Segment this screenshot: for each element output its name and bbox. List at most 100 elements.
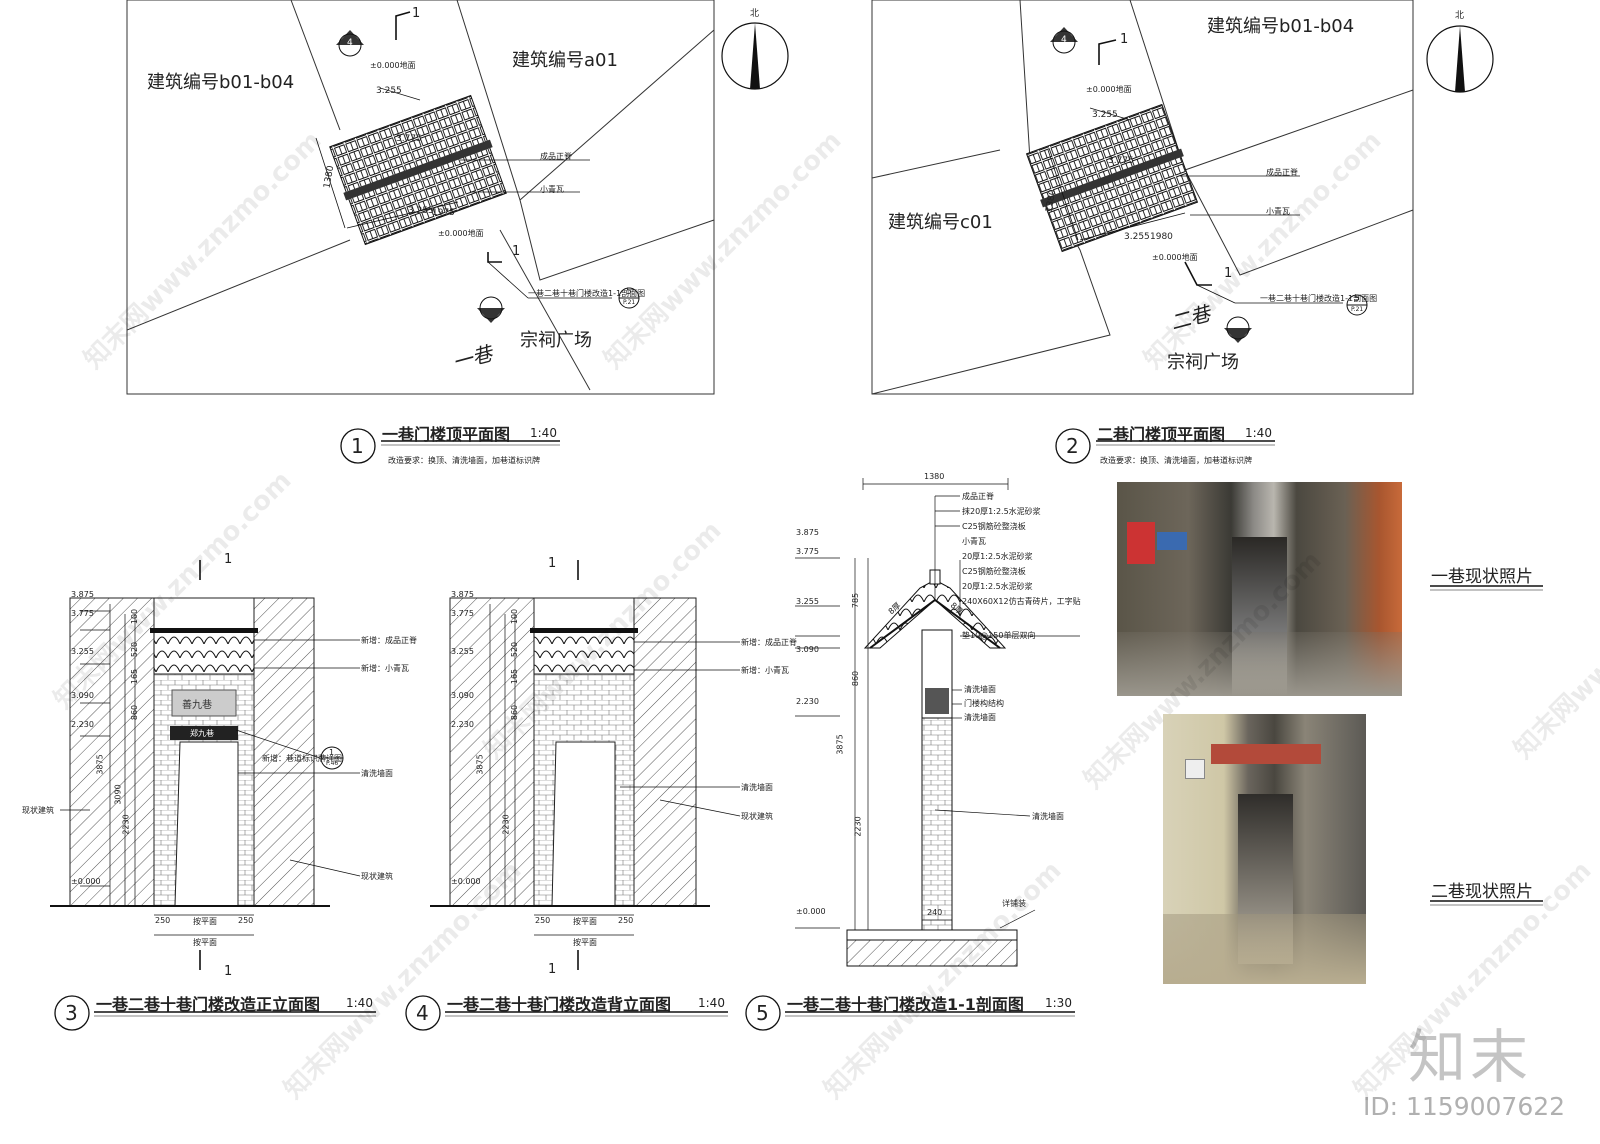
plan1-tile-small: 小青瓦 bbox=[540, 185, 564, 194]
front-scale: 1:40 bbox=[346, 996, 373, 1010]
section-level-2230: 2.230 bbox=[796, 697, 819, 706]
plan2-dims bbox=[1047, 149, 1186, 241]
plan2-ref-3 bbox=[1224, 316, 1252, 343]
plan1-ref-sheet: P.21 bbox=[623, 299, 636, 306]
section-leaders bbox=[934, 495, 1080, 929]
plan2-tile-small: 小青瓦 bbox=[1266, 207, 1290, 216]
plan1-dim-wid: 1975 bbox=[432, 208, 455, 218]
plan1-ref-5 bbox=[618, 287, 640, 309]
plan1-ref-3-num: 3 bbox=[488, 300, 494, 310]
back-section-mark-bottom: 1 bbox=[548, 962, 557, 977]
plan2-section-marks bbox=[1098, 39, 1343, 304]
plan2-ref-5 bbox=[1346, 294, 1368, 316]
plan1-ref-4-num: 4 bbox=[347, 38, 353, 48]
section-ground-label: 详铺装 bbox=[1002, 899, 1026, 908]
plan2-ground-bottom: ±0.000地面 bbox=[1152, 253, 1198, 262]
plan2-section-mark-bottom: 1 bbox=[1224, 266, 1233, 281]
back-elevation-leaders bbox=[620, 641, 741, 817]
section-title-num: 5 bbox=[756, 1001, 769, 1025]
plan1-section-mark-bottom: 1 bbox=[512, 244, 521, 259]
plan1-note: 改造要求：换顶、清洗墙面，加巷道标识牌 bbox=[388, 456, 540, 465]
back-level-3875: 3.875 bbox=[451, 590, 474, 599]
front-level-3775: 3.775 bbox=[71, 609, 94, 618]
section-roof-label-3: C25钢筋砼整浇板 bbox=[962, 522, 1026, 531]
section-top-dim: 1380 bbox=[924, 472, 945, 481]
back-vdim-520: 520 bbox=[510, 641, 520, 658]
photo-alley-1 bbox=[1117, 482, 1402, 696]
plan2-tile-main: 成品正脊 bbox=[1266, 168, 1298, 177]
plan1-ground-top: ±0.000地面 bbox=[370, 61, 416, 70]
plan1-roof bbox=[329, 94, 507, 246]
plan2-note: 改造要求：换顶、清洗墙面，加巷道标识牌 bbox=[1100, 456, 1252, 465]
plan1-scale: 1:40 bbox=[530, 426, 557, 440]
plan1-elev-2: 3.255 bbox=[376, 86, 402, 96]
plan2-section-mark-top: 1 bbox=[1120, 32, 1129, 47]
plan2-elev-1: 3.255 bbox=[1124, 232, 1150, 242]
back-callout-tile: 新增：小青瓦 bbox=[741, 666, 789, 675]
plan2-title-num: 2 bbox=[1066, 434, 1079, 458]
photo-alley-2 bbox=[1163, 714, 1366, 984]
brand-logo: 知末 bbox=[1408, 1023, 1533, 1091]
back-scale: 1:40 bbox=[698, 996, 725, 1010]
back-vdim-2230: 2230 bbox=[501, 814, 511, 835]
front-vdim-165: 165 bbox=[130, 668, 140, 685]
back-level-3775: 3.775 bbox=[451, 609, 474, 618]
section-roof-label-6: C25钢筋砼整浇板 bbox=[962, 567, 1026, 576]
front-hdim-250-left: 250 bbox=[155, 916, 171, 925]
plan2-frame bbox=[871, 0, 1414, 395]
plan1-elev-1: 3.255 bbox=[408, 206, 434, 216]
front-hdim-plan-2: 按平面 bbox=[193, 938, 217, 947]
plan1-title: 一巷门楼顶平面图 bbox=[382, 425, 511, 444]
section-vdim-3875: 3875 bbox=[835, 734, 845, 755]
plan2-elev-3: 3.775 bbox=[1108, 156, 1134, 166]
plan1-frame bbox=[126, 0, 715, 395]
photo-label-lines bbox=[1430, 585, 1543, 906]
back-vdim-100: 100 bbox=[510, 608, 520, 625]
back-hdim-plan-1: 按平面 bbox=[573, 917, 597, 926]
front-section-mark-top: 1 bbox=[224, 552, 233, 567]
section-side-label-1: 清洗墙面 bbox=[964, 685, 996, 694]
plan2-ref-sheet: P.21 bbox=[1351, 306, 1364, 313]
plan2-dim-wid: 1980 bbox=[1150, 232, 1173, 242]
plan2-title: 二巷门楼顶平面图 bbox=[1097, 425, 1226, 444]
front-callout-existing-right: 现状建筑 bbox=[361, 872, 393, 881]
back-section-mark-top: 1 bbox=[548, 556, 557, 571]
section-level-3090: 3.090 bbox=[796, 645, 819, 654]
section-roof-label-5: 20厚1:2.5水泥砂浆 bbox=[962, 552, 1033, 561]
section-level-3255: 3.255 bbox=[796, 597, 819, 606]
front-callout-ridge: 新增：成品正脊 bbox=[361, 636, 417, 645]
front-level-2230: 2.230 bbox=[71, 720, 94, 729]
title-underlines bbox=[94, 440, 1275, 1017]
back-vdim-3875: 3875 bbox=[475, 754, 485, 775]
back-title: 一巷二巷十巷门楼改造背立面图 bbox=[447, 995, 672, 1014]
plan1-section-note: 一巷二巷十巷门楼改造1-1剖面图 bbox=[528, 289, 646, 298]
photo2-label: 二巷现状照片 bbox=[1431, 882, 1533, 902]
plan2-building-top: 建筑编号b01-b04 bbox=[1207, 16, 1355, 37]
title-circles bbox=[54, 428, 1091, 1031]
plan1-dims bbox=[315, 137, 459, 229]
section-level-3875: 3.875 bbox=[796, 528, 819, 537]
section-level-3775: 3.775 bbox=[796, 547, 819, 556]
section-beam-label: 垫10@150单层双向 bbox=[962, 631, 1036, 640]
plan1-ref-4 bbox=[336, 30, 364, 57]
plan1-building-right: 建筑编号a01 bbox=[512, 50, 618, 71]
back-vdim-165: 165 bbox=[510, 668, 520, 685]
plan2-ref-3-num: 3 bbox=[1235, 320, 1241, 330]
front-elevation-dims bbox=[80, 560, 254, 970]
front-elevation bbox=[50, 597, 330, 907]
section-roof-label-7: 20厚1:2.5水泥砂浆 bbox=[962, 582, 1033, 591]
front-detail-sheet: P.46 bbox=[326, 760, 339, 767]
section-roof-label-1: 成品正脊 bbox=[962, 492, 994, 501]
back-level-3090: 3.090 bbox=[451, 691, 474, 700]
front-level-3255: 3.255 bbox=[71, 647, 94, 656]
back-vdim-860: 860 bbox=[510, 704, 520, 721]
plan1-ground-bottom: ±0.000地面 bbox=[438, 229, 484, 238]
section-wall-label: 清洗墙面 bbox=[1032, 812, 1064, 821]
section-vdim-2230: 2230 bbox=[853, 816, 863, 837]
brand-id: ID: 1159007622 bbox=[1363, 1092, 1566, 1121]
front-hdim-plan-1: 按平面 bbox=[193, 917, 217, 926]
section-wall-width: 240 bbox=[927, 908, 943, 917]
front-callout-existing-left: 现状建筑 bbox=[22, 806, 54, 815]
section-scale: 1:30 bbox=[1045, 996, 1072, 1010]
plan1-tile-main: 成品正脊 bbox=[540, 152, 572, 161]
